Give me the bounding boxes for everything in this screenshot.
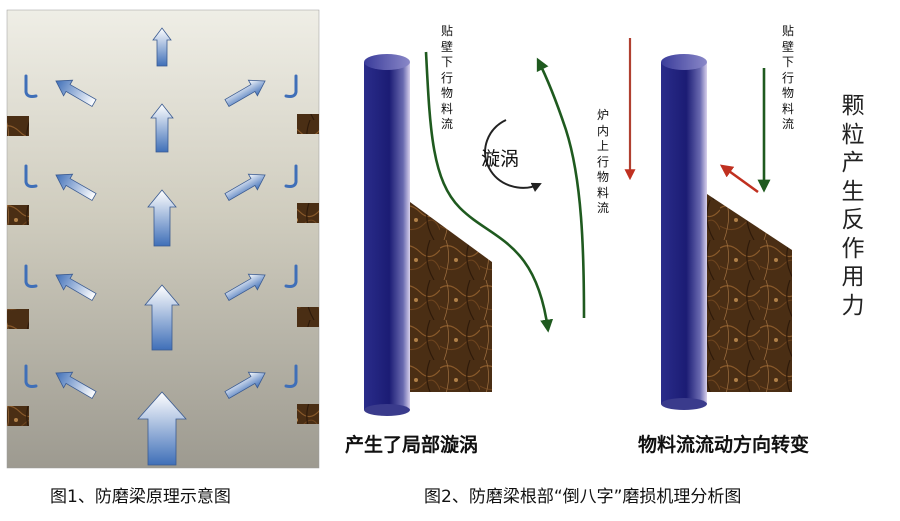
reaction-force-label: 颗粒产生反作用力 bbox=[841, 93, 865, 319]
beam-block bbox=[7, 205, 29, 225]
reaction-force-arrow bbox=[719, 164, 759, 194]
figure1-diagram bbox=[6, 9, 320, 469]
diagonal-arrow bbox=[224, 173, 266, 202]
hook-arrow bbox=[284, 364, 298, 388]
up-arrow bbox=[147, 189, 177, 247]
wear-beams bbox=[7, 114, 319, 426]
beam-block bbox=[297, 203, 319, 223]
up-arrow bbox=[150, 103, 174, 153]
vortex-label: 漩涡 bbox=[481, 148, 520, 170]
hook-arrow bbox=[24, 364, 38, 388]
up-arrow bbox=[152, 27, 172, 67]
beam-block bbox=[297, 307, 319, 327]
beam-block bbox=[297, 404, 319, 424]
right-panel-bottom-label: 物料流流动方向转变 bbox=[638, 434, 810, 456]
vortex-circle bbox=[484, 119, 542, 192]
beam-block bbox=[7, 309, 29, 329]
figure2-left-panel bbox=[364, 38, 636, 416]
figure2-right-panel bbox=[661, 54, 792, 410]
beam-block bbox=[7, 406, 29, 426]
right-wall-down-flow-label: 贴壁下行物料流 bbox=[781, 24, 794, 131]
left-panel-bottom-label: 产生了局部漩涡 bbox=[345, 434, 479, 456]
diagonal-arrow bbox=[224, 371, 266, 400]
diagonal-arrow bbox=[224, 79, 266, 108]
left-wall-down-flow-label: 贴壁下行物料流 bbox=[440, 24, 453, 131]
right-diagonal-arrows bbox=[224, 79, 266, 400]
wear-beam bbox=[410, 202, 492, 392]
left-diagonal-arrows bbox=[55, 79, 97, 400]
hook-arrow bbox=[284, 264, 298, 288]
hook-arrow bbox=[24, 264, 38, 288]
water-wall-tube bbox=[661, 62, 707, 404]
hook-arrow bbox=[284, 164, 298, 188]
figure2-caption: 图2、防磨梁根部“倒八字”磨损机理分析图 bbox=[424, 487, 742, 507]
hook-arrow bbox=[284, 74, 298, 98]
wall-down-flow-arrow bbox=[424, 51, 554, 333]
diagonal-arrow bbox=[55, 371, 97, 400]
wall-hook-arrows bbox=[24, 74, 298, 388]
diagonal-arrow bbox=[55, 173, 97, 202]
tube-top bbox=[364, 54, 410, 70]
diagonal-arrow bbox=[55, 273, 97, 302]
wear-beam bbox=[707, 194, 792, 392]
diagonal-arrow bbox=[224, 273, 266, 302]
beam-block bbox=[7, 116, 29, 136]
diagonal-arrow bbox=[55, 79, 97, 108]
furnace-up-flow-arrow bbox=[536, 57, 586, 319]
figure1-caption: 图1、防磨梁原理示意图 bbox=[50, 487, 231, 507]
beam-block bbox=[297, 114, 319, 134]
up-arrow bbox=[144, 284, 180, 351]
hook-arrow bbox=[24, 164, 38, 188]
central-up-arrows bbox=[137, 27, 187, 466]
furnace-up-flow-label: 炉内上行物料流 bbox=[596, 108, 609, 215]
tube-top bbox=[661, 54, 707, 70]
water-wall-tube bbox=[364, 62, 410, 410]
hook-arrow bbox=[24, 74, 38, 98]
up-arrow bbox=[137, 391, 187, 466]
